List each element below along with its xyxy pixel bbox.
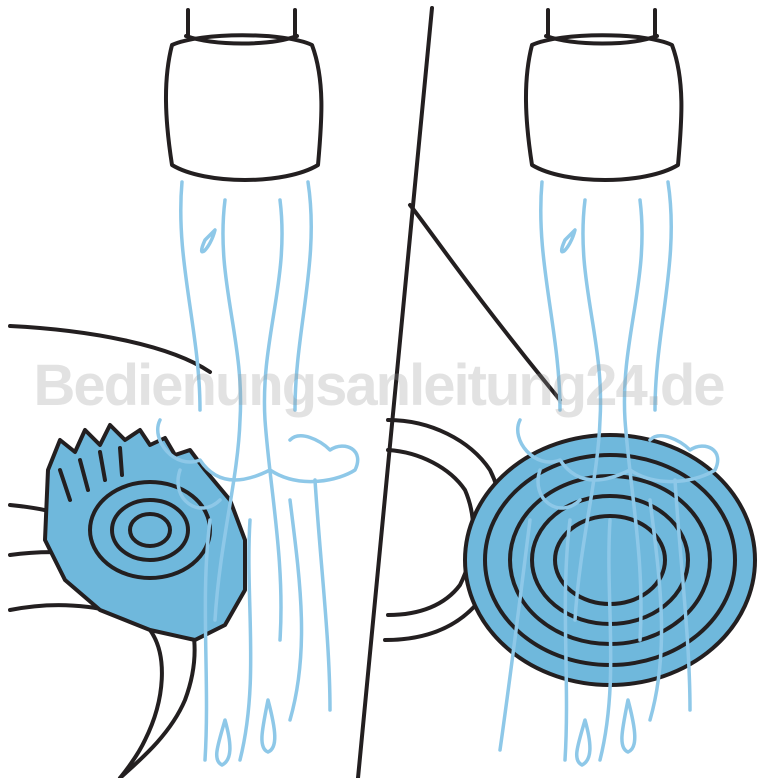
left-tap	[166, 10, 321, 180]
right-shaver-head-frame-inner	[388, 450, 473, 615]
panel-divider	[358, 8, 432, 778]
right-panel	[385, 10, 755, 765]
left-shaver-handle-inner	[10, 605, 162, 778]
right-shaver-body	[410, 205, 560, 400]
right-tap	[526, 10, 681, 180]
left-shaver-body	[10, 326, 210, 372]
left-panel	[10, 10, 358, 778]
